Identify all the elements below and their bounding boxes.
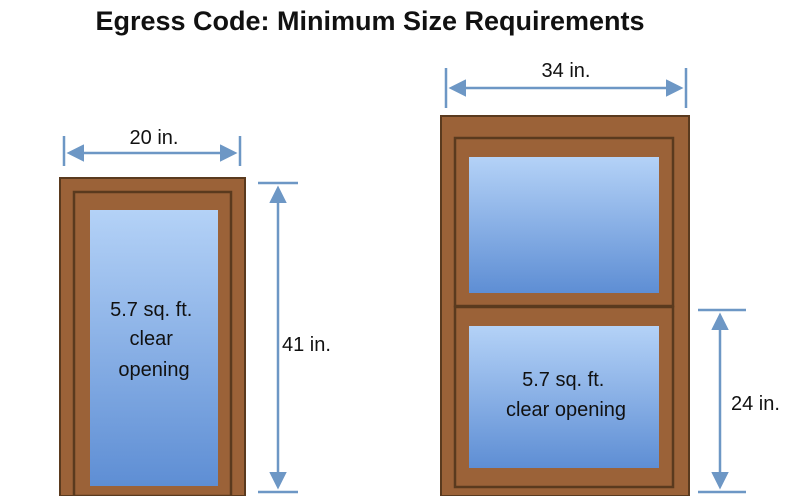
- right-window-upper-glass: [469, 157, 659, 293]
- left-width-label: 20 in.: [130, 127, 179, 149]
- left-opening-line-1: 5.7 sq. ft.: [110, 299, 192, 321]
- right-window: 5.7 sq. ft. clear opening: [440, 115, 690, 496]
- left-height-dimension: 41 in.: [258, 181, 331, 494]
- left-opening-line-3: opening: [118, 359, 189, 381]
- right-window-lower-glass: [469, 326, 659, 468]
- diagram-title: Egress Code: Minimum Size Requirements: [95, 6, 645, 36]
- left-window-glass: [90, 210, 218, 486]
- right-opening-line-2: clear opening: [506, 399, 626, 421]
- right-window-opening-text: 5.7 sq. ft. clear opening: [506, 369, 626, 421]
- right-height-dimension: 24 in.: [698, 308, 780, 494]
- left-opening-line-2: clear: [130, 328, 174, 350]
- left-width-dimension: 20 in.: [62, 127, 242, 166]
- right-width-dimension: 34 in.: [444, 60, 688, 108]
- left-window: 5.7 sq. ft. clear opening: [59, 177, 246, 496]
- left-window-opening-text: 5.7 sq. ft. clear opening: [110, 299, 198, 381]
- right-width-label: 34 in.: [542, 60, 591, 82]
- left-height-label: 41 in.: [282, 334, 331, 356]
- right-opening-line-1: 5.7 sq. ft.: [522, 369, 604, 391]
- right-height-label: 24 in.: [731, 393, 780, 415]
